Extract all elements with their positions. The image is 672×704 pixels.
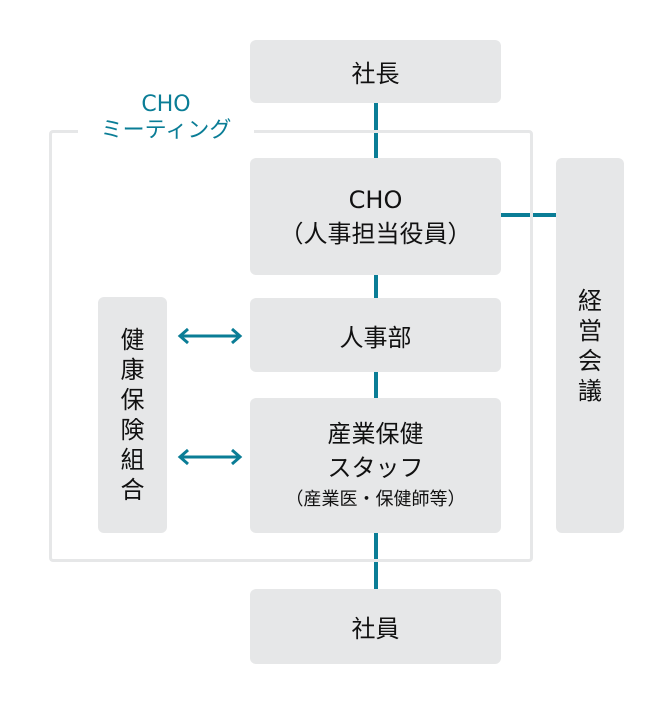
management-meeting-box: 経 営 会 議	[556, 158, 624, 533]
health-insurance-box: 健 康 保 険 組 合	[98, 297, 167, 533]
health-staff-line1: 産業保健	[327, 419, 424, 448]
president-label: 社長	[351, 60, 400, 88]
cho-meeting-label: CHO ミーティング	[78, 92, 254, 144]
health-staff-line3: （産業医・保健師等）	[285, 488, 466, 510]
health-insurance-label: 健 康 保 険 組 合	[121, 325, 145, 505]
health-staff-box: 産業保健 スタッフ （産業医・保健師等）	[250, 398, 501, 533]
cho-meeting-label-line1: CHO	[141, 92, 191, 117]
cho-box: CHO （人事担当役員）	[250, 158, 501, 275]
management-meeting-char: 経	[578, 286, 602, 315]
health-insurance-char: 合	[120, 476, 145, 504]
double-arrow-icon	[177, 327, 243, 345]
cho-meeting-label-line2: ミーティング	[100, 118, 232, 143]
cho-meeting-frame	[49, 130, 533, 562]
employees-label: 社員	[351, 615, 400, 643]
health-insurance-char: 険	[120, 416, 145, 444]
health-insurance-char: 組	[120, 446, 145, 474]
cho-label-line1: CHO	[348, 185, 403, 214]
president-box: 社長	[250, 40, 501, 103]
health-insurance-char: 保	[120, 386, 145, 414]
double-arrow-icon	[177, 448, 243, 466]
hr-department-box: 人事部	[250, 298, 501, 372]
employees-box: 社員	[250, 589, 501, 664]
health-staff-line2: スタッフ	[327, 453, 424, 482]
health-insurance-char: 康	[120, 356, 145, 384]
cho-label-line2: （人事担当役員）	[279, 219, 472, 248]
health-insurance-char: 健	[120, 326, 145, 354]
connector-cho-hr	[374, 275, 378, 298]
management-meeting-label: 経 営 会 議	[578, 286, 602, 406]
management-meeting-char: 会	[578, 346, 602, 375]
connector-cho-management	[500, 213, 557, 217]
hr-department-label: 人事部	[339, 323, 412, 352]
management-meeting-char: 営	[578, 316, 602, 345]
management-meeting-char: 議	[578, 376, 602, 405]
connector-hr-staff	[374, 372, 378, 398]
